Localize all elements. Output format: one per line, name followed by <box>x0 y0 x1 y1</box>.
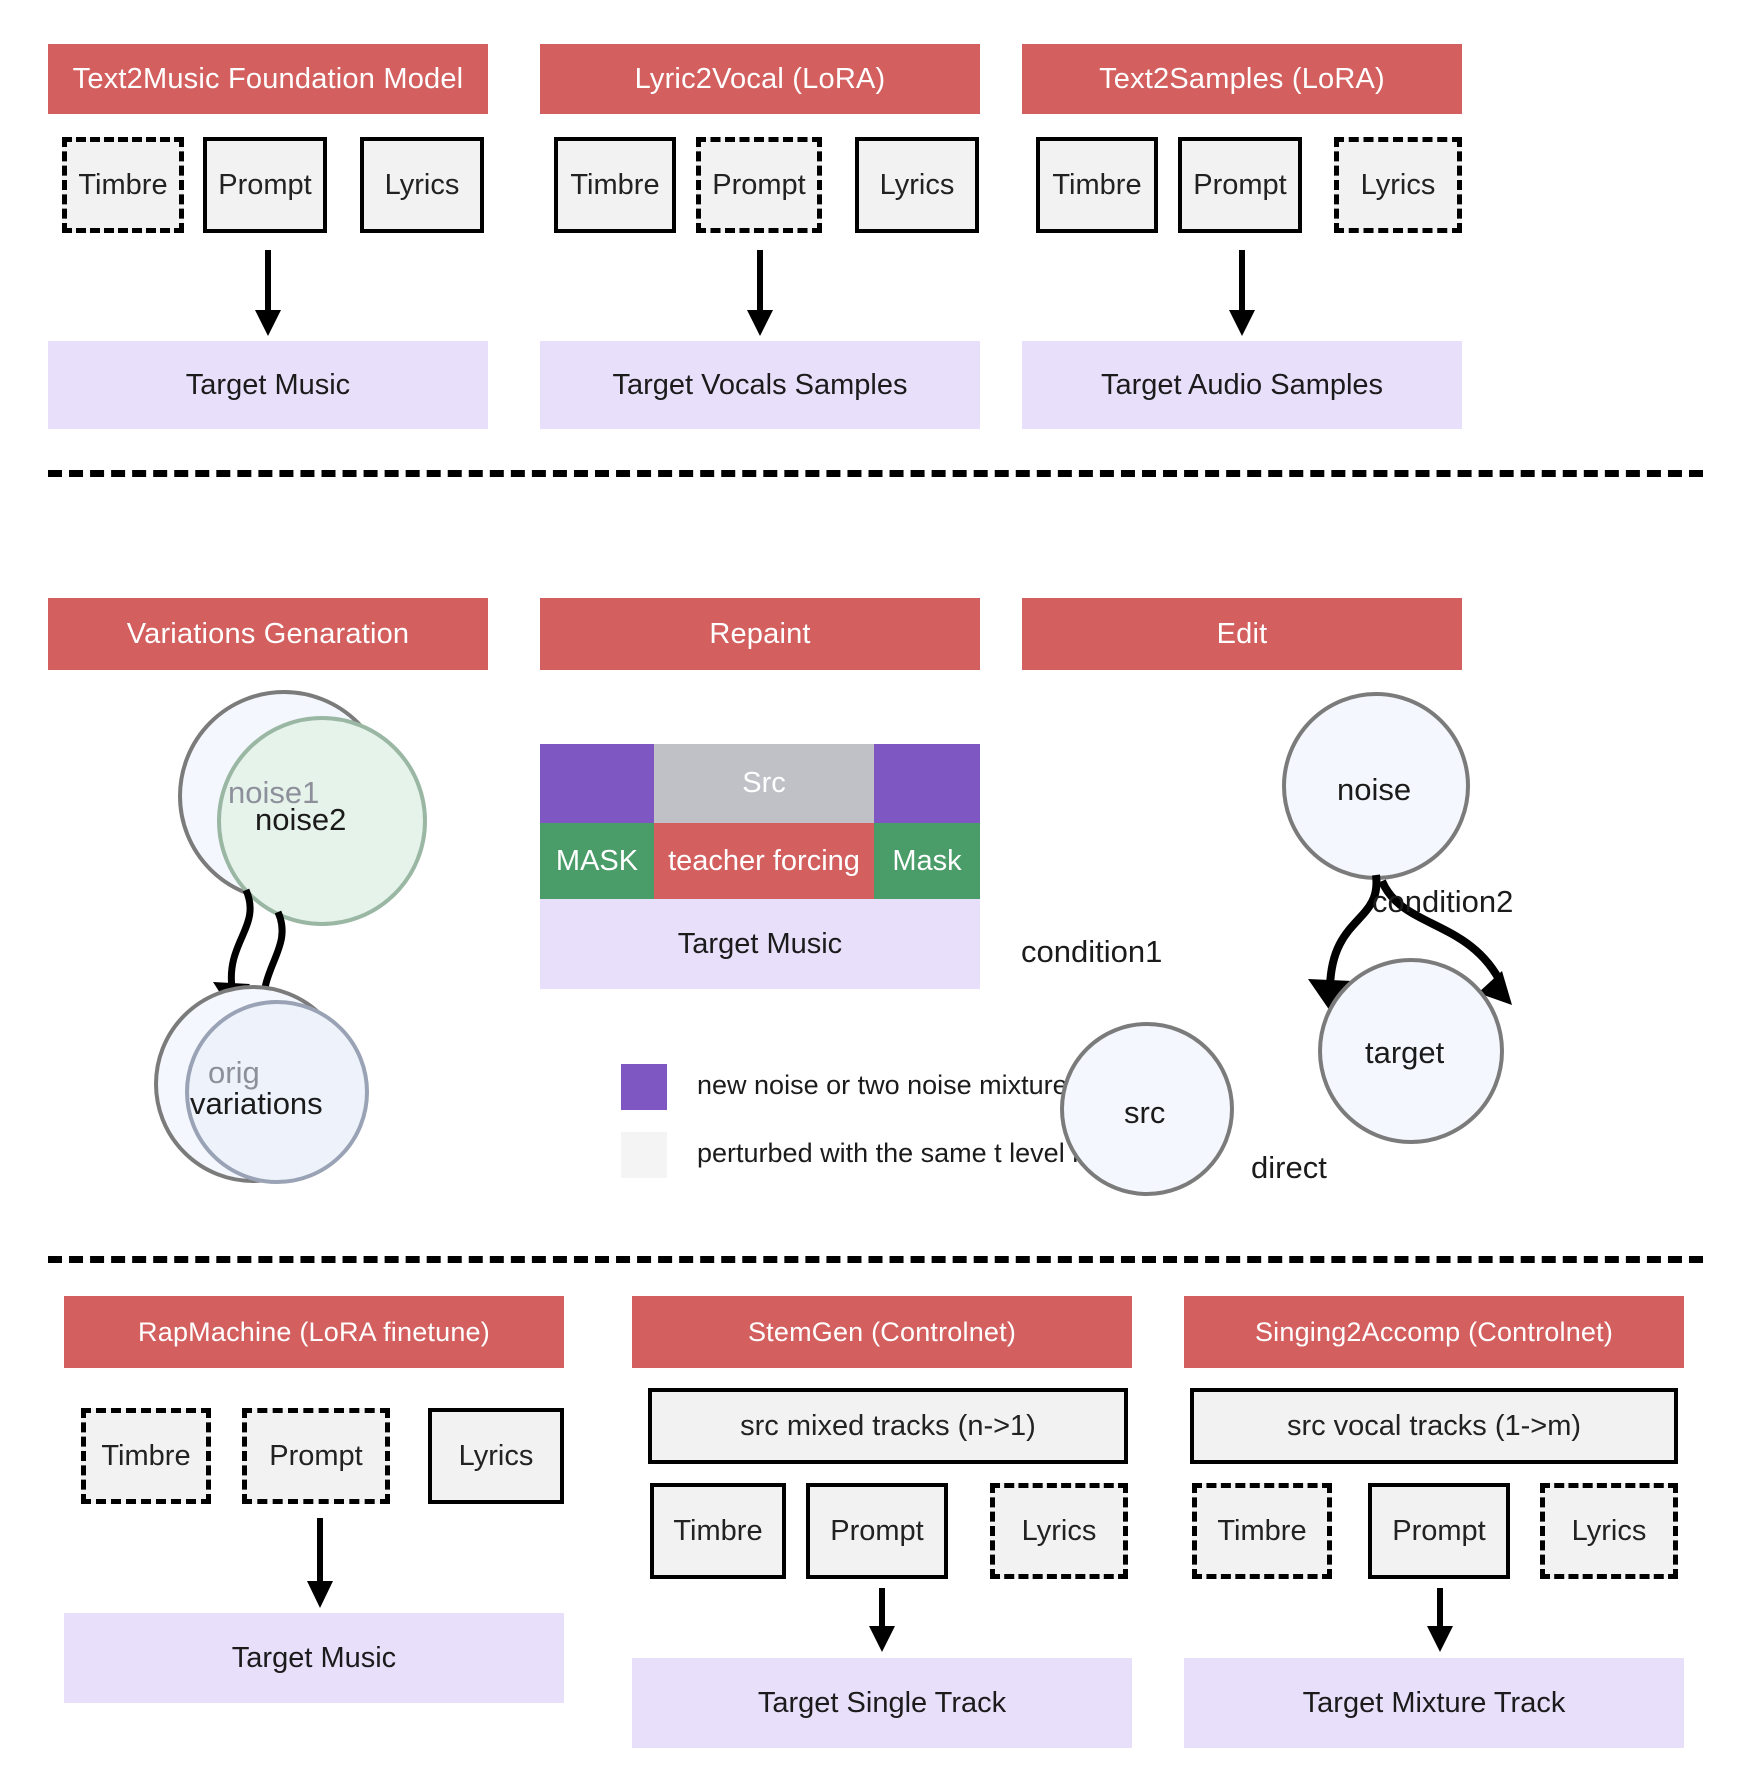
input-box-lyrics[interactable]: Lyrics <box>360 137 484 233</box>
arrow-down-1 <box>255 250 281 336</box>
input-box-lyrics[interactable]: Lyrics <box>1334 137 1462 233</box>
target-bar-vocals: Target Vocals Samples <box>540 341 980 429</box>
circle-noise2 <box>217 716 427 926</box>
src-bar-vocal-tracks[interactable]: src vocal tracks (1->m) <box>1190 1388 1678 1464</box>
panel-title-stemgen: StemGen (Controlnet) <box>632 1296 1132 1368</box>
legend-swatch-light <box>621 1132 667 1178</box>
circle-src <box>1060 1022 1234 1196</box>
panel-title-singing2accomp: Singing2Accomp (Controlnet) <box>1184 1296 1684 1368</box>
circle-noise <box>1282 692 1470 880</box>
repaint-target-bar: Target Music <box>540 899 980 989</box>
input-box-lyrics[interactable]: Lyrics <box>1540 1483 1678 1579</box>
section-divider-2 <box>48 1256 1703 1263</box>
input-box-prompt[interactable]: Prompt <box>696 137 822 233</box>
arrow-down-4 <box>307 1518 333 1608</box>
legend-label-perturbed: perturbed with the same t level noise <box>697 1138 1137 1168</box>
label-noise1: noise1 <box>228 775 320 810</box>
target-bar-audio: Target Audio Samples <box>1022 341 1462 429</box>
target-bar-single-track: Target Single Track <box>632 1658 1132 1748</box>
arrow-down-3 <box>1229 250 1255 336</box>
section-divider-1 <box>48 470 1703 477</box>
repaint-cell-mask-right: Mask <box>874 823 980 899</box>
panel-title-rapmachine: RapMachine (LoRA finetune) <box>64 1296 564 1368</box>
input-box-timbre[interactable]: Timbre <box>554 137 676 233</box>
repaint-cell-noise-left <box>540 744 654 823</box>
panel-title-text2samples: Text2Samples (LoRA) <box>1022 44 1462 114</box>
label-orig: orig <box>208 1055 260 1090</box>
arrow-down-2 <box>747 250 773 336</box>
circle-variations <box>185 1000 369 1184</box>
label-target: target <box>1365 1035 1445 1070</box>
src-bar-mixed-tracks[interactable]: src mixed tracks (n->1) <box>648 1388 1128 1464</box>
target-bar-rap-music: Target Music <box>64 1613 564 1703</box>
panel-title-edit: Edit <box>1022 598 1462 670</box>
input-box-timbre[interactable]: Timbre <box>1036 137 1158 233</box>
input-box-lyrics[interactable]: Lyrics <box>990 1483 1128 1579</box>
circle-target <box>1318 958 1504 1144</box>
input-box-prompt[interactable]: Prompt <box>242 1408 390 1504</box>
input-box-lyrics[interactable]: Lyrics <box>855 137 979 233</box>
panel-title-repaint: Repaint <box>540 598 980 670</box>
input-box-prompt[interactable]: Prompt <box>203 137 327 233</box>
repaint-cell-noise-right <box>874 744 980 823</box>
arrow-down-6 <box>1427 1588 1453 1652</box>
label-noise2: noise2 <box>255 802 347 837</box>
arrow-down-5 <box>869 1588 895 1652</box>
label-condition2: condition2 <box>1372 884 1514 919</box>
target-bar-music: Target Music <box>48 341 488 429</box>
panel-title-text2music: Text2Music Foundation Model <box>48 44 488 114</box>
legend-swatch-purple <box>621 1064 667 1110</box>
panel-title-variations: Variations Genaration <box>48 598 488 670</box>
legend-label-new-noise: new noise or two noise mixture <box>697 1070 1068 1100</box>
repaint-cell-mask-left: MASK <box>540 823 654 899</box>
target-bar-mixture-track: Target Mixture Track <box>1184 1658 1684 1748</box>
input-box-timbre[interactable]: Timbre <box>81 1408 211 1504</box>
input-box-timbre[interactable]: Timbre <box>650 1483 786 1579</box>
repaint-cell-src: Src <box>654 744 874 823</box>
input-box-timbre[interactable]: Timbre <box>1192 1483 1332 1579</box>
input-box-timbre[interactable]: Timbre <box>62 137 184 233</box>
repaint-cell-teacher-forcing: teacher forcing <box>654 823 874 899</box>
input-box-prompt[interactable]: Prompt <box>1178 137 1302 233</box>
input-box-lyrics[interactable]: Lyrics <box>428 1408 564 1504</box>
label-src: src <box>1124 1095 1166 1130</box>
panel-title-lyric2vocal: Lyric2Vocal (LoRA) <box>540 44 980 114</box>
input-box-prompt[interactable]: Prompt <box>1368 1483 1510 1579</box>
input-box-prompt[interactable]: Prompt <box>806 1483 948 1579</box>
label-noise: noise <box>1337 772 1412 807</box>
label-variations: variations <box>190 1086 323 1121</box>
label-direct: direct <box>1251 1150 1327 1185</box>
label-condition1: condition1 <box>1021 934 1163 969</box>
